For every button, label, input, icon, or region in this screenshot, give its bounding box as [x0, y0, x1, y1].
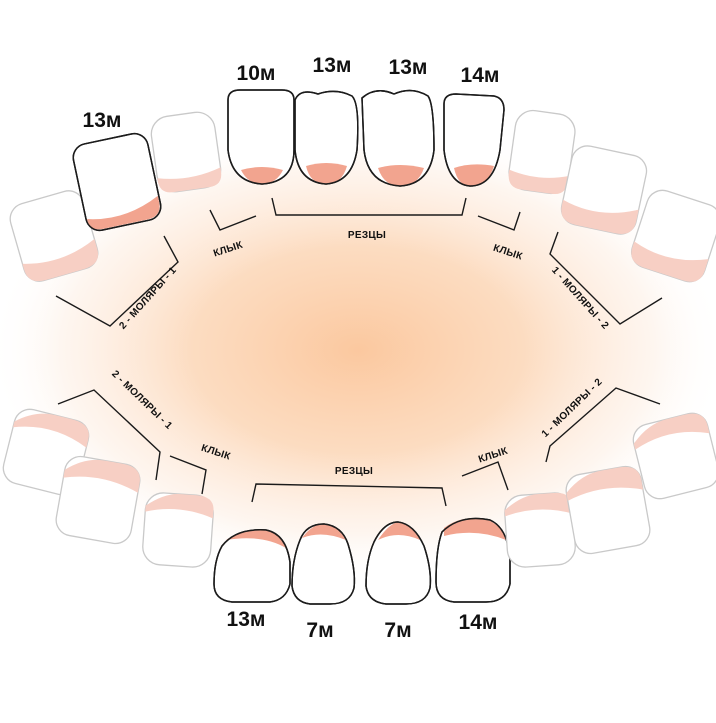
lower-right-lateral-incisor-age: 14м — [459, 611, 498, 634]
upper-left-molars-bracket — [55, 235, 179, 327]
upper-right-second-molar — [631, 189, 716, 283]
lower-right-molars-bracket — [545, 387, 661, 463]
upper-right-lateral-incisor-age: 14м — [461, 64, 500, 87]
lower-incisors-label: РЕЗЦЫ — [335, 466, 373, 477]
mouth-glow — [0, 120, 716, 580]
upper-incisors-bracket — [271, 197, 467, 216]
lower-right-central-incisor-age: 7м — [384, 619, 411, 642]
upper-left-lateral-incisor — [227, 89, 295, 185]
lower-left-first-molar — [55, 455, 141, 545]
lower-incisors-bracket — [251, 483, 447, 507]
lower-right-lateral-incisor — [435, 517, 511, 603]
upper-right-canine — [508, 109, 576, 195]
upper-left-first-molar-age: 13м — [83, 109, 122, 132]
upper-left-canine — [150, 111, 222, 193]
lower-left-canine-bracket — [169, 455, 207, 495]
lower-left-central-incisor — [291, 523, 356, 605]
upper-right-central-incisor — [361, 89, 435, 187]
upper-right-lateral-incisor — [443, 93, 505, 187]
upper-right-central-incisor-age: 13м — [389, 56, 428, 79]
lower-right-central-incisor — [365, 521, 432, 605]
lower-left-molars-bracket — [57, 389, 161, 481]
lower-left-central-incisor-age: 7м — [306, 619, 333, 642]
lower-left-lateral-incisor — [213, 529, 291, 603]
upper-left-first-molar — [72, 132, 162, 232]
lower-right-first-molar — [565, 465, 651, 555]
upper-incisors-label: РЕЗЦЫ — [348, 230, 386, 241]
lower-right-canine-bracket — [461, 461, 509, 491]
upper-left-central-incisor-age: 13м — [313, 54, 352, 77]
lower-left-canine — [142, 492, 214, 568]
upper-right-molars-bracket — [549, 231, 663, 325]
lower-right-second-molar — [632, 412, 716, 500]
upper-left-canine-bracket — [209, 209, 257, 231]
lower-right-canine — [504, 492, 576, 568]
upper-left-lateral-incisor-age: 10м — [237, 62, 276, 85]
upper-left-central-incisor — [294, 90, 359, 185]
upper-left-second-molar — [9, 190, 99, 282]
lower-left-lateral-incisor-age: 13м — [227, 608, 266, 631]
upper-right-first-molar — [560, 145, 648, 235]
upper-right-canine-bracket — [477, 211, 521, 231]
